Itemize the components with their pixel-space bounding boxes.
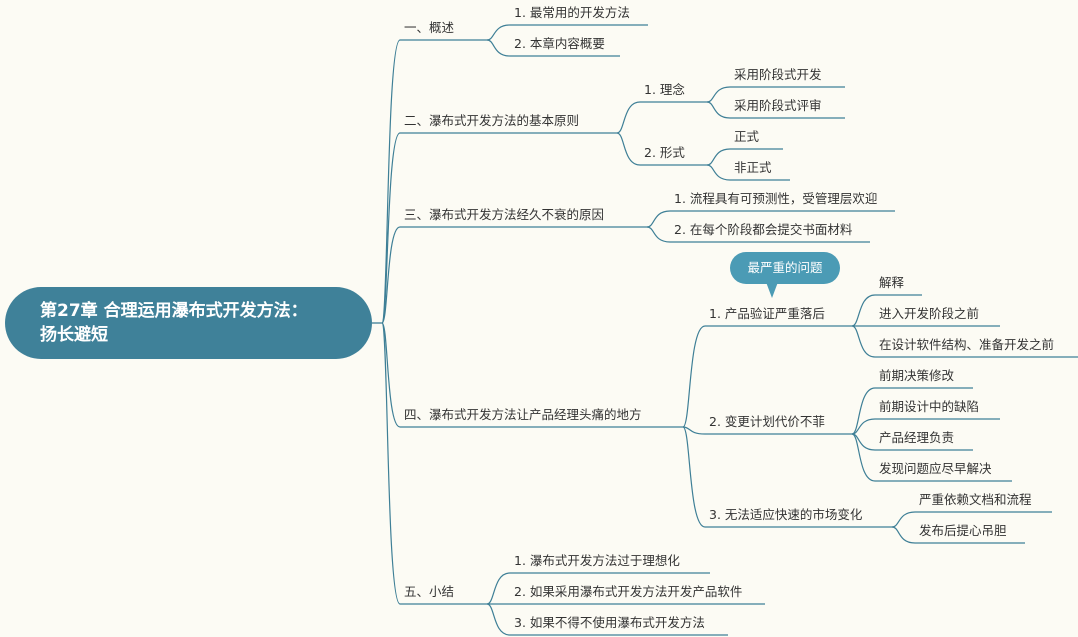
branch-connector	[851, 433, 876, 482]
topic-node[interactable]: 进入开发阶段之前	[879, 306, 980, 321]
topic-node[interactable]: 解释	[879, 275, 905, 290]
topic-node[interactable]: 1. 最常用的开发方法	[514, 5, 630, 20]
topic-node[interactable]: 正式	[734, 129, 760, 144]
branch-connector	[706, 86, 731, 103]
topic-node[interactable]: 2. 在每个阶段都会提交书面材料	[674, 222, 853, 237]
topic-node[interactable]: 3. 如果不得不使用瀑布式开发方法	[514, 615, 705, 630]
branch-connector	[682, 426, 706, 435]
branch-connector	[682, 325, 706, 428]
branch-connector	[851, 387, 876, 435]
root-title-line2: 扬长避短	[40, 325, 108, 345]
branch-connector	[381, 226, 401, 324]
branch-connector	[486, 39, 511, 57]
branch-connector	[486, 24, 511, 41]
branch-connector	[851, 418, 876, 435]
callout-label[interactable]: 最严重的问题	[730, 252, 840, 298]
branch-connector	[381, 322, 401, 428]
branch-connector	[851, 294, 876, 327]
branch-connector	[851, 325, 876, 358]
topic-node[interactable]: 前期设计中的缺陷	[879, 399, 980, 414]
branch-connector	[616, 132, 641, 166]
branch-connector	[706, 164, 731, 181]
topic-node[interactable]: 2. 形式	[644, 145, 685, 160]
topic-node[interactable]: 严重依赖文档和流程	[919, 492, 1032, 507]
branch-connector	[486, 572, 511, 605]
topic-node[interactable]: 1. 产品验证严重落后	[709, 306, 825, 321]
topic-node[interactable]: 二、瀑布式开发方法的基本原则	[404, 113, 580, 128]
branch-connector	[486, 603, 511, 636]
topic-node[interactable]: 3. 无法适应快速的市场变化	[709, 507, 863, 522]
branch-connector	[646, 210, 671, 228]
topic-node[interactable]: 2. 变更计划代价不菲	[709, 414, 825, 429]
branch-connector	[706, 101, 731, 119]
topic-node[interactable]: 五、小结	[404, 584, 455, 599]
root-title-line1: 第27章 合理运用瀑布式开发方法：	[40, 301, 308, 321]
branch-connector	[706, 148, 731, 166]
branch-connector	[616, 101, 641, 134]
topic-node[interactable]: 采用阶段式开发	[734, 67, 822, 82]
branch-connector	[891, 526, 916, 544]
branch-connector	[646, 226, 671, 243]
topic-node[interactable]: 在设计软件结构、准备开发之前	[879, 337, 1055, 352]
topic-node[interactable]: 一、概述	[404, 20, 455, 35]
topic-node[interactable]: 非正式	[734, 160, 772, 175]
topic-node[interactable]: 1. 流程具有可预测性，受管理层欢迎	[674, 191, 878, 206]
topic-node[interactable]: 前期决策修改	[879, 368, 955, 383]
topic-node[interactable]: 发布后提心吊胆	[919, 523, 1007, 538]
branch-connector	[381, 132, 401, 324]
topic-node[interactable]: 采用阶段式评审	[734, 98, 822, 113]
topic-node[interactable]: 发现问题应尽早解决	[879, 461, 992, 476]
topic-node[interactable]: 三、瀑布式开发方法经久不衰的原因	[404, 207, 605, 222]
topic-node[interactable]: 产品经理负责	[879, 430, 955, 445]
branch-connector	[381, 322, 401, 605]
branch-connector	[891, 511, 916, 528]
topic-node[interactable]: 2. 本章内容概要	[514, 36, 605, 51]
topic-node[interactable]: 四、瀑布式开发方法让产品经理头痛的地方	[404, 407, 642, 422]
topic-node[interactable]: 2. 如果采用瀑布式开发方法开发产品软件	[514, 584, 743, 599]
branch-connector	[682, 426, 706, 528]
topic-node[interactable]: 1. 理念	[644, 82, 685, 97]
topic-node[interactable]: 1. 瀑布式开发方法过于理想化	[514, 553, 680, 568]
root-topic[interactable]: 第27章 合理运用瀑布式开发方法： 扬长避短	[5, 287, 372, 359]
